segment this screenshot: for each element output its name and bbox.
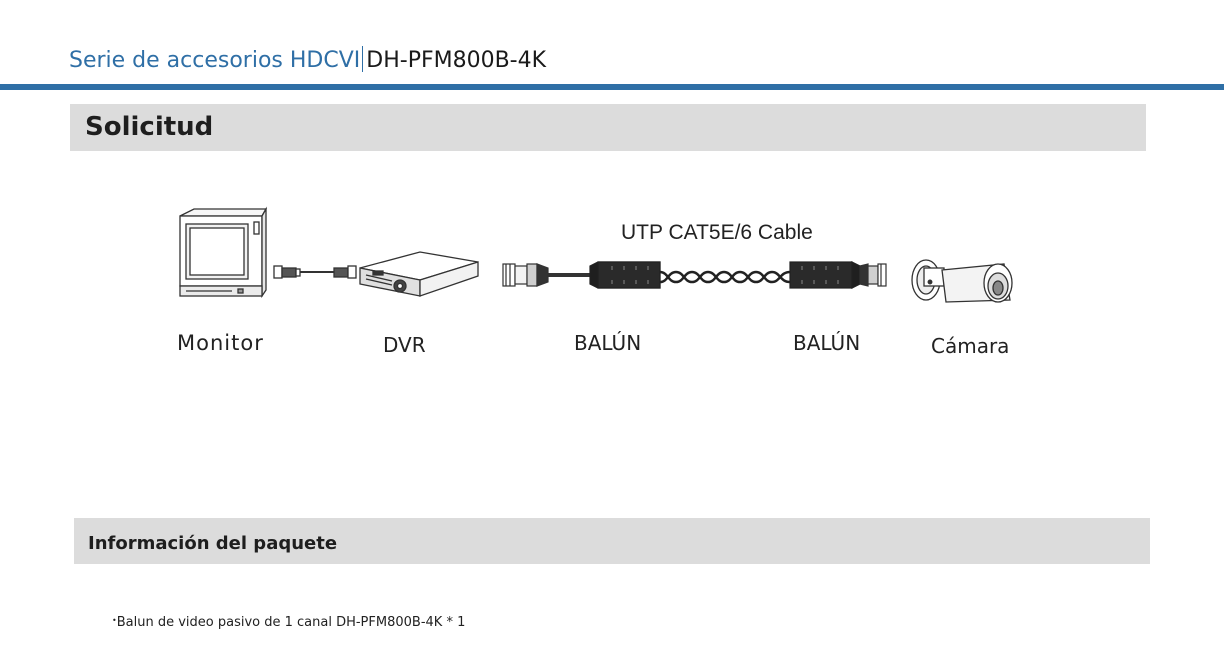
application-section-header: Solicitud: [70, 104, 1146, 151]
balun-icon: [789, 261, 861, 289]
dvr-label: DVR: [383, 333, 426, 357]
camera-icon: [911, 259, 1013, 303]
header-rule: [0, 84, 1224, 90]
package-section-header: Información del paquete: [74, 518, 1150, 564]
twisted-pair-cable-icon: [659, 270, 791, 284]
package-title: Información del paquete: [88, 533, 338, 554]
balun-left-label: BALÚN: [574, 331, 642, 355]
bnc-connector-icon: [502, 263, 596, 287]
series-title: Serie de accesorios HDCVI: [69, 48, 361, 73]
cable-label: UTP CAT5E/6 Cable: [621, 221, 813, 244]
dvr-icon: [359, 251, 479, 297]
balun-icon: [589, 261, 661, 289]
model-title: DH-PFM800B-4K: [366, 48, 547, 73]
package-item-text: Balun de video pasivo de 1 canal DH-PFM8…: [116, 615, 466, 630]
list-bullet: •: [112, 616, 117, 625]
bnc-connector-icon: [859, 263, 887, 287]
package-list-item: •Balun de video pasivo de 1 canal DH-PFM…: [112, 615, 465, 630]
monitor-label: Monitor: [177, 331, 264, 355]
camera-label: Cámara: [931, 334, 1010, 358]
header-separator: [362, 46, 364, 72]
balun-right-label: BALÚN: [793, 331, 861, 355]
monitor-icon: [179, 206, 268, 299]
application-title: Solicitud: [85, 112, 214, 142]
video-cable-icon: [273, 265, 357, 279]
